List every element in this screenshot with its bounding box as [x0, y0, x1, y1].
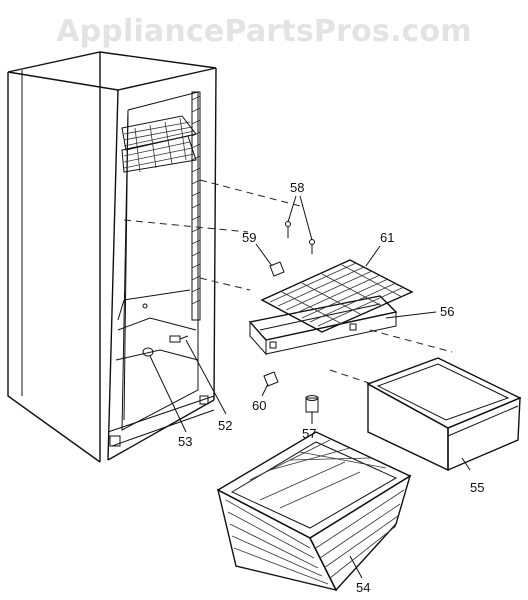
part-label-59: 59 [242, 230, 256, 245]
part-label-57: 57 [302, 426, 316, 441]
refrigerator-cabinet [7, 51, 217, 463]
part-label-56: 56 [440, 304, 454, 319]
crisper-cover-frame [248, 295, 398, 356]
part-label-58: 58 [290, 180, 304, 195]
watermark-logo: AppliancePartsPros.com [56, 14, 472, 49]
part-label-55: 55 [470, 480, 484, 495]
leader-lines [149, 195, 471, 579]
glass-shelf-insert [260, 259, 414, 333]
part-label-61: 61 [380, 230, 394, 245]
part-label-60: 60 [252, 398, 266, 413]
alignment-lines [123, 179, 453, 385]
crisper-drawer [366, 357, 522, 472]
part-label-54: 54 [356, 580, 370, 595]
part-label-53: 53 [178, 434, 192, 449]
hardware-parts [263, 221, 319, 413]
part-label-52: 52 [218, 418, 232, 433]
wire-basket [216, 431, 412, 592]
